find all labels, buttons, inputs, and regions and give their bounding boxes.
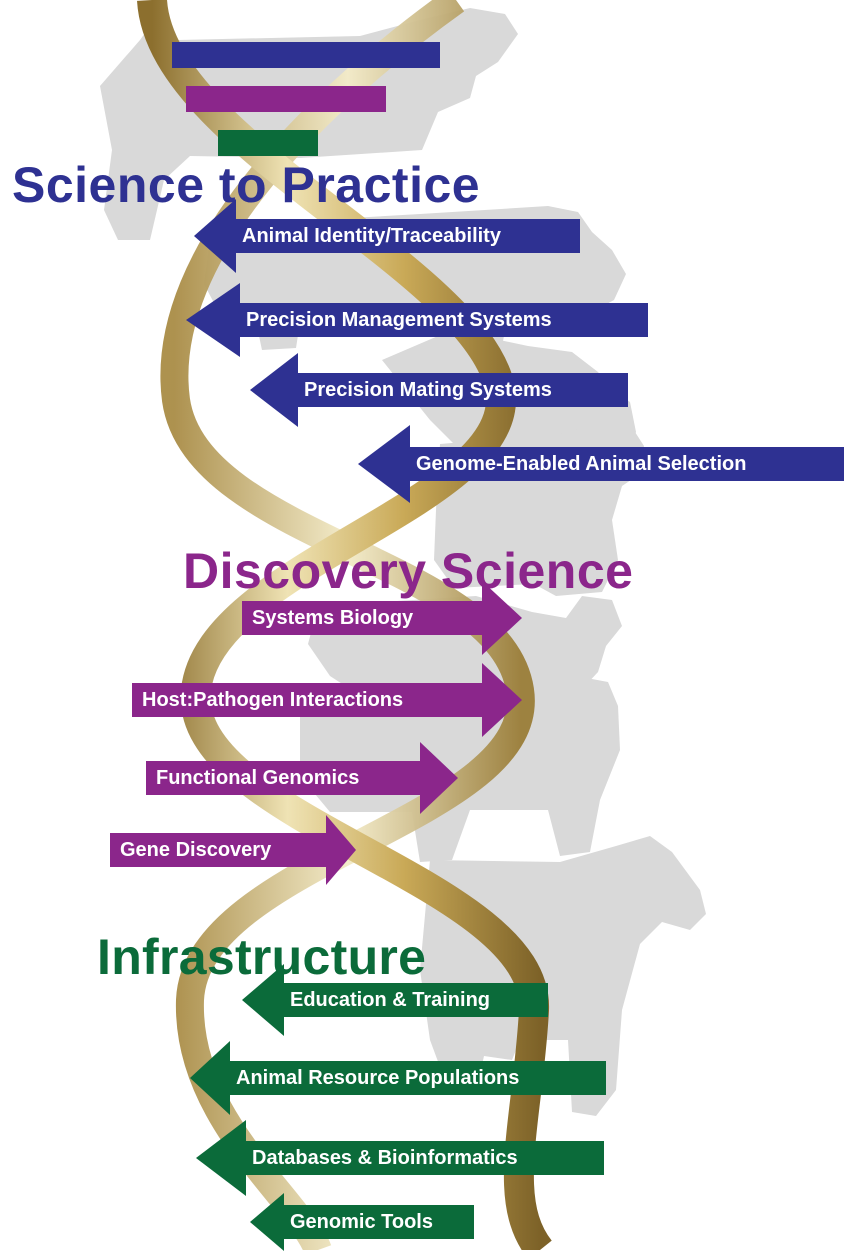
arrow-shaft: [245, 1141, 604, 1175]
legend-bar-green: [218, 130, 318, 156]
arrow-label: Databases & Bioinformatics: [252, 1147, 518, 1169]
arrow-head: [482, 581, 522, 655]
arrow-shaft: [409, 447, 844, 481]
heading-discovery-science: Discovery Science: [183, 543, 634, 599]
heading-science-to-practice: Science to Practice: [12, 157, 481, 213]
arrow-animal-identity-traceability: Animal Identity/Traceability: [194, 199, 580, 273]
arrow-label: Education & Training: [290, 989, 491, 1011]
arrow-functional-genomics: Functional Genomics: [146, 742, 458, 814]
arrow-head: [250, 1193, 284, 1251]
arrow-head: [326, 815, 356, 885]
heading-infrastructure: Infrastructure: [97, 929, 427, 985]
arrow-shaft: [283, 1205, 474, 1239]
arrow-precision-mating-systems: Precision Mating Systems: [250, 353, 628, 427]
arrow-label: Genomic Tools: [290, 1211, 433, 1233]
legend-bar-blue: [172, 42, 440, 68]
arrow-databases-bioinformatics: Databases & Bioinformatics: [196, 1120, 604, 1196]
arrow-shaft: [132, 683, 483, 717]
arrow-head: [194, 199, 236, 273]
arrow-label: Systems Biology: [252, 607, 414, 629]
arrow-head: [358, 425, 410, 503]
dairy-cow-silhouette: [300, 676, 620, 862]
arrow-shaft: [110, 833, 327, 867]
arrow-head: [190, 1041, 230, 1115]
arrow-label: Animal Resource Populations: [236, 1067, 520, 1089]
color-legend-bars: [172, 42, 440, 156]
arrow-shaft: [239, 303, 648, 337]
horse-silhouette: [420, 836, 706, 1116]
arrow-genome-enabled-animal-selection: Genome-Enabled Animal Selection: [358, 425, 844, 503]
arrow-label: Precision Management Systems: [246, 309, 552, 331]
arrow-education-training: Education & Training: [242, 964, 548, 1036]
arrow-head: [242, 964, 284, 1036]
arrow-shaft: [229, 1061, 606, 1095]
legend-bar-purple: [186, 86, 386, 112]
arrow-shaft: [283, 983, 548, 1017]
arrow-head: [250, 353, 298, 427]
arrow-shaft: [235, 219, 580, 253]
arrow-precision-management-systems: Precision Management Systems: [186, 283, 648, 357]
arrow-head: [196, 1120, 246, 1196]
arrow-label: Precision Mating Systems: [304, 379, 552, 401]
arrow-label: Host:Pathogen Interactions: [142, 689, 404, 711]
arrow-label: Gene Discovery: [120, 839, 272, 861]
arrow-animal-resource-populations: Animal Resource Populations: [190, 1041, 606, 1115]
arrow-gene-discovery: Gene Discovery: [110, 815, 356, 885]
arrow-head: [420, 742, 458, 814]
arrow-head: [186, 283, 240, 357]
arrow-head: [482, 663, 522, 737]
arrow-shaft: [297, 373, 628, 407]
arrow-genomic-tools: Genomic Tools: [250, 1193, 474, 1251]
arrow-label: Animal Identity/Traceability: [242, 225, 501, 247]
arrow-shaft: [146, 761, 421, 795]
arrow-shaft: [242, 601, 483, 635]
arrow-host-pathogen-interactions: Host:Pathogen Interactions: [132, 663, 522, 737]
arrow-label: Functional Genomics: [156, 767, 360, 789]
arrow-label: Genome-Enabled Animal Selection: [416, 453, 747, 475]
arrow-systems-biology: Systems Biology: [242, 581, 522, 655]
